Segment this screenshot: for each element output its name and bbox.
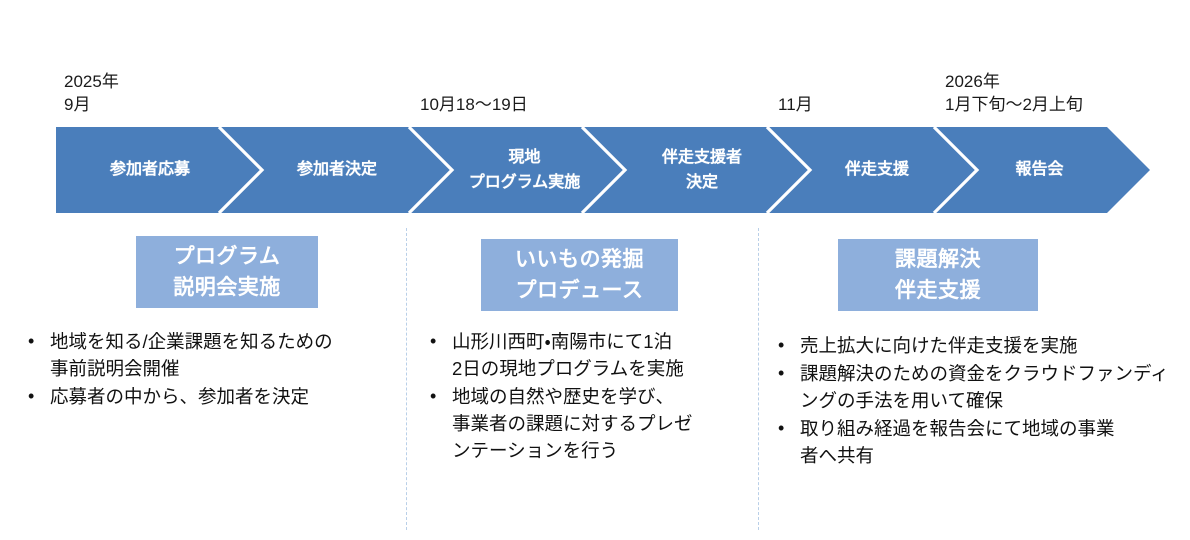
list-item: • 応募者の中から、参加者を決定 [28,383,398,410]
bullet-marker-icon: • [430,331,437,351]
column-divider-1 [406,228,407,530]
timeline-date-2: 11月 [778,95,813,114]
phase-1-bullets: • 山形川西町・南陽市にて1泊 2日の現地プログラムを実施 • 地域の自然や歴史… [430,328,750,465]
timeline-date-3: 2026年 1月下旬〜2月上旬 [945,72,1083,114]
list-item-text: 山形川西町・南陽市にて1泊 2日の現地プログラムを実施 [452,331,684,379]
list-item: • 取り組み経過を報告会にて地域の事業 者へ共有 [778,415,1178,469]
list-item-text: 課題解決のための資金をクラウドファンディ ングの手法を用いて確保 [800,363,1169,411]
bullet-marker-icon: • [28,331,35,351]
phase-box-1[interactable]: いいもの発掘 プロデュース [481,239,678,311]
chevron-body [56,127,1150,213]
list-item: • 課題解決のための資金をクラウドファンディ ングの手法を用いて確保 [778,360,1178,414]
list-item-text: 地域を知る/企業課題を知るための 事前説明会開催 [50,331,333,379]
bullet-marker-icon: • [28,386,35,406]
phase-0-bullets: • 地域を知る/企業課題を知るための 事前説明会開催 • 応募者の中から、参加者… [28,328,398,411]
list-item-text: 取り組み経過を報告会にて地域の事業 者へ共有 [800,418,1115,466]
bullet-marker-icon: • [778,418,785,438]
bullet-marker-icon: • [430,386,437,406]
list-item-text: 売上拡大に向けた伴走支援を実施 [800,335,1078,356]
timeline-date-1: 10月18〜19日 [420,95,528,114]
bullet-marker-icon: • [778,335,785,355]
list-item-text: 地域の自然や歴史を学び、 事業者の課題に対するプレゼ ンテーションを行う [452,386,693,461]
phase-box-2[interactable]: 課題解決 伴走支援 [838,239,1038,311]
list-item: • 地域の自然や歴史を学び、 事業者の課題に対するプレゼ ンテーションを行う [430,383,750,464]
bullet-marker-icon: • [778,363,785,383]
timeline-date-0: 2025年 9月 [64,72,119,114]
column-divider-2 [758,228,759,530]
phase-box-0[interactable]: プログラム 説明会実施 [136,236,318,308]
list-item: • 地域を知る/企業課題を知るための 事前説明会開催 [28,328,398,382]
chevron-separators [217,127,980,213]
list-item: • 売上拡大に向けた伴走支援を実施 [778,332,1178,359]
phase-2-bullets: • 売上拡大に向けた伴走支援を実施 • 課題解決のための資金をクラウドファンディ… [778,332,1178,470]
process-chevron-bar: 参加者応募 参加者決定 現地 プログラム実施 伴走支援者 決定 伴走支援 報告会 [56,127,1150,213]
list-item-text: 応募者の中から、参加者を決定 [50,386,310,407]
list-item: • 山形川西町・南陽市にて1泊 2日の現地プログラムを実施 [430,328,750,382]
